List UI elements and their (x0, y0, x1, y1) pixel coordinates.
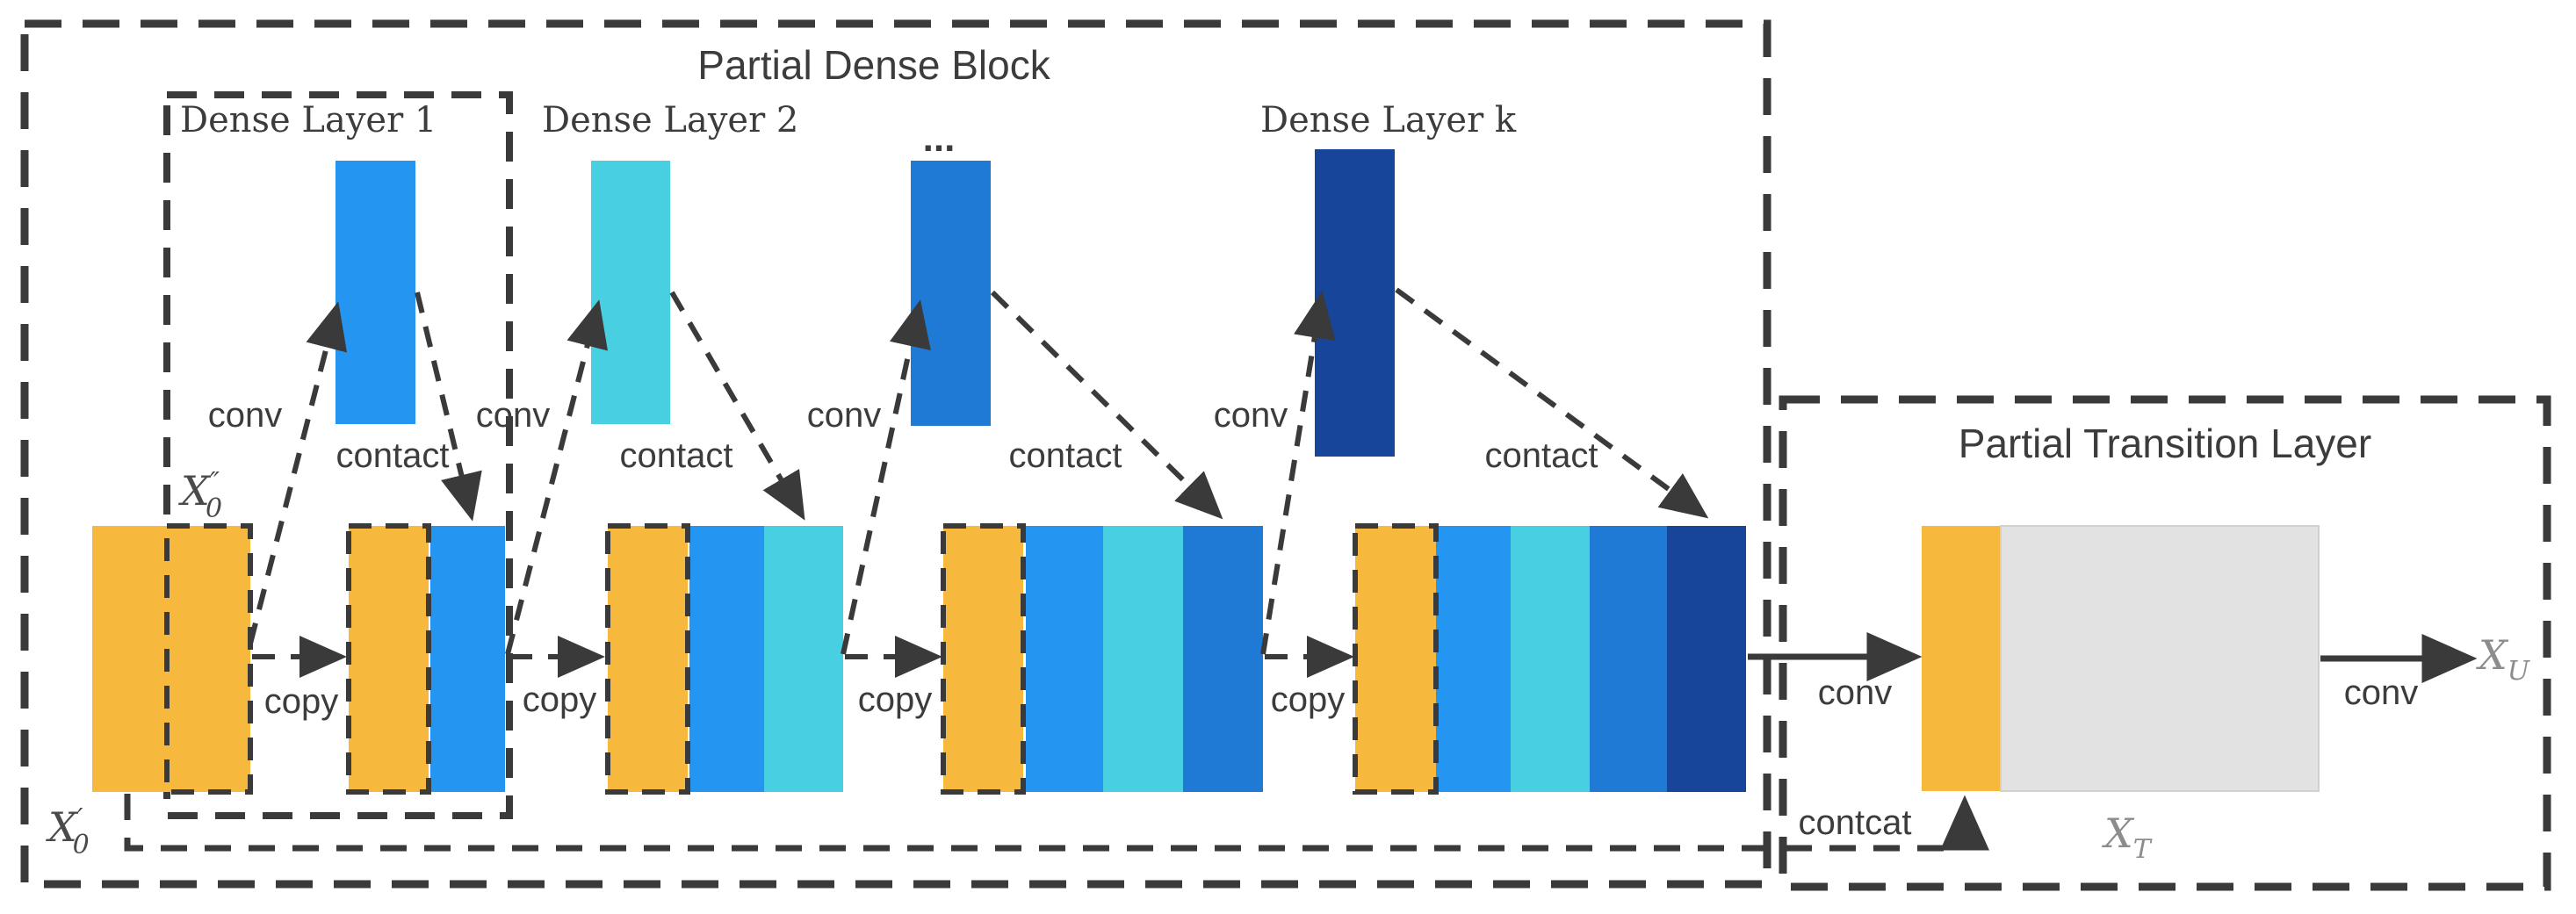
dense-layer-1-output-bar (336, 161, 415, 424)
stack3-medium-blue-map (1183, 526, 1263, 792)
x0-prime-skip-line (124, 794, 1959, 852)
stack1-blue-map (430, 526, 505, 792)
stack3-blue-map (1026, 526, 1103, 792)
transition-feature-map (1922, 525, 2320, 792)
conv-arrow-1 (248, 301, 348, 644)
dense-layer-k-output-bar (1315, 149, 1395, 457)
stack4-yellow-map (1355, 526, 1436, 792)
conv-arrow-2 (505, 299, 608, 655)
dense-layer-k-label: Dense Layer k (1260, 100, 1517, 140)
conv-arrow-3 (841, 299, 931, 655)
feature-stack-2 (605, 523, 843, 795)
xt-gray-map (2000, 525, 2320, 792)
contact-arrow-2 (669, 291, 805, 521)
copy-label-2: copy (523, 680, 597, 719)
feature-stack-1 (346, 523, 505, 795)
stack3-yellow-map (943, 526, 1023, 792)
stack4-blue-map (1436, 526, 1511, 792)
stack4-cyan-map (1511, 526, 1590, 792)
dense-layer-2-label: Dense Layer 2 (542, 100, 798, 140)
conv-label-3: conv (807, 396, 882, 435)
conv-label-2: conv (476, 396, 551, 435)
stack4-copy-outline (1353, 523, 1439, 795)
feature-stack-3 (941, 523, 1263, 795)
copy-label-1: copy (264, 682, 339, 721)
stack1-yellow-map (349, 526, 429, 792)
conv-in-label: conv (1818, 673, 1893, 712)
dense-layer-3-output-bar (911, 161, 991, 426)
dense-layer-2-output-bar (591, 161, 670, 424)
partial-dense-block-box (20, 19, 1771, 889)
stack2-blue-map (689, 526, 764, 792)
ellipsis-label: ... (923, 117, 956, 160)
x0-double-prime-label: X″0 (178, 467, 222, 524)
stack2-yellow-map (608, 526, 688, 792)
conv-label-1: conv (208, 396, 283, 435)
contact-label-4: contact (1485, 436, 1598, 475)
contact-label-1: contact (336, 436, 450, 475)
contact-arrow-1 (415, 291, 482, 522)
feature-stack-4 (1353, 523, 1746, 795)
stack4-medium-blue-map (1590, 526, 1667, 792)
x-u-label: XU (2476, 631, 2531, 687)
contcat-label: contcat (1799, 803, 1912, 842)
stack1-copy-outline (346, 523, 431, 795)
stack3-cyan-map (1103, 526, 1183, 792)
copy-label-4: copy (1271, 680, 1346, 719)
conv-label-4: conv (1214, 396, 1288, 435)
stack3-copy-outline (941, 523, 1026, 795)
x-t-label: XT (2102, 810, 2153, 865)
feature-stack-0 (92, 523, 253, 795)
stack2-cyan-map (764, 526, 843, 792)
dense-layer-1-box (163, 91, 513, 819)
stack4-navy-map (1667, 526, 1746, 792)
copy-label-3: copy (858, 680, 933, 719)
contact-label-2: contact (620, 436, 733, 475)
conv-out-label: conv (2344, 673, 2419, 712)
transition-layer-title: Partial Transition Layer (1959, 421, 2371, 466)
stack0-x0-double-prime-outline (164, 523, 253, 795)
dense-block-title: Partial Dense Block (697, 42, 1050, 88)
partial-transition-layer-box (1779, 395, 2551, 891)
contact-arrow-3 (990, 290, 1223, 520)
stack0-yellow-map (92, 526, 250, 792)
x0-prime-label: X′0 (46, 803, 90, 860)
dense-layer-1-label: Dense Layer 1 (180, 100, 437, 140)
stack2-copy-outline (605, 523, 690, 795)
conv-arrow-4 (1260, 291, 1336, 655)
contact-label-3: contact (1009, 436, 1122, 475)
contact-arrow-4 (1395, 287, 1709, 519)
xt-yellow-map (1922, 526, 2001, 791)
